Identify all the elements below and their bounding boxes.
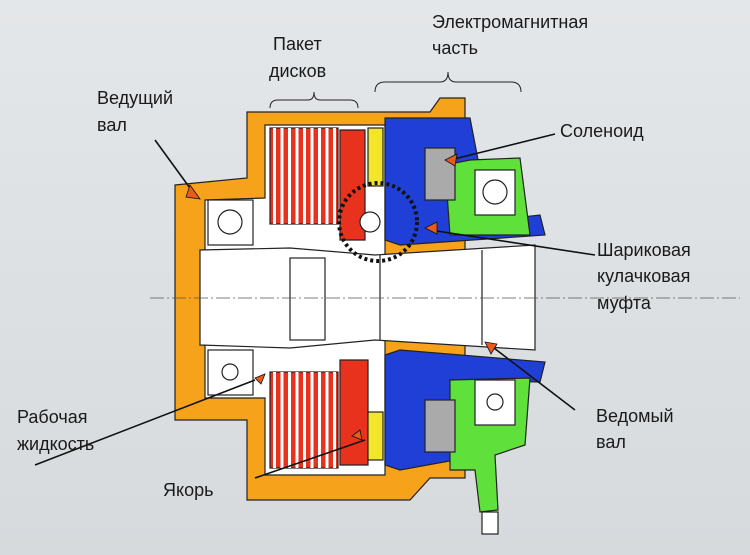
label-ball-cam-2: кулачковая xyxy=(597,266,691,286)
disc-gap xyxy=(295,128,299,224)
armature xyxy=(367,127,384,187)
disc-gap xyxy=(310,372,314,468)
shaft xyxy=(199,244,536,351)
disc-gap xyxy=(325,128,329,224)
disc-gap xyxy=(280,128,284,224)
label-drive-shaft-2: вал xyxy=(97,115,127,135)
label-driven-shaft-1: Ведомый xyxy=(596,406,674,426)
label-driven-shaft-2: вал xyxy=(596,432,626,452)
label-armature: Якорь xyxy=(163,480,214,500)
label-disc-pack-1: Пакет xyxy=(273,34,322,54)
label-working-fluid-1: Рабочая xyxy=(17,407,88,427)
disc-gap xyxy=(318,128,321,224)
arrow-markers xyxy=(185,153,498,441)
disc-gap xyxy=(303,128,306,224)
disc-gap xyxy=(310,128,314,224)
solenoid-coil xyxy=(424,147,456,201)
disc-gap xyxy=(325,372,329,468)
piston xyxy=(339,129,369,466)
disc-gap xyxy=(303,372,306,468)
disc-gap xyxy=(333,372,336,468)
label-electromagnetic-2: часть xyxy=(432,38,479,58)
disc-gap xyxy=(288,128,291,224)
disc-gap xyxy=(295,372,299,468)
label-disc-pack-2: дисков xyxy=(269,61,327,81)
label-ball-cam-1: Шариковая xyxy=(597,240,691,260)
label-drive-shaft-1: Ведущий xyxy=(97,88,174,108)
disc-gap xyxy=(280,372,284,468)
label-solenoid: Соленоид xyxy=(560,121,644,141)
disc-gap xyxy=(273,372,276,468)
disc-gap xyxy=(318,372,321,468)
label-ball-cam-3: муфта xyxy=(597,293,651,313)
disc-gap xyxy=(288,372,291,468)
label-electromagnetic-1: Электромагнитная xyxy=(432,12,589,32)
disc-gap xyxy=(333,128,336,224)
label-working-fluid-2: жидкость xyxy=(17,434,95,454)
ball-cam-highlight xyxy=(337,181,419,263)
disc-gap xyxy=(273,128,276,224)
disc-pack xyxy=(269,127,339,469)
